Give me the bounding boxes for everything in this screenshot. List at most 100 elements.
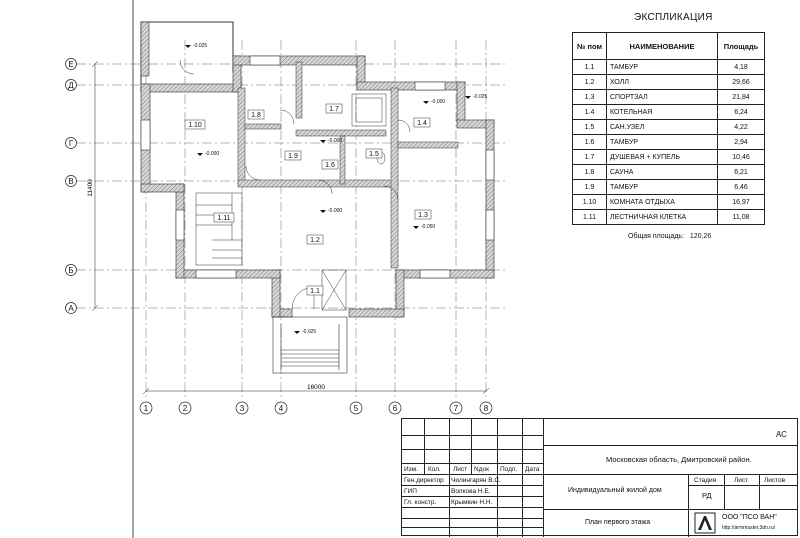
- col-name-header: НАИМЕНОВАНИЕ: [606, 32, 718, 60]
- svg-text:1: 1: [144, 404, 149, 413]
- sheet-label: Лист: [734, 477, 749, 484]
- svg-text:1.8: 1.8: [251, 112, 261, 119]
- svg-text:2: 2: [183, 404, 188, 413]
- svg-text:Г: Г: [69, 139, 74, 148]
- room-label: 1.7: [325, 103, 343, 114]
- room-label: 1.9: [284, 150, 302, 161]
- axis-marker: Е: [65, 58, 77, 70]
- svg-text:7: 7: [454, 404, 459, 413]
- level-mark: -0.025: [294, 329, 316, 335]
- total-area: Общая площадь: 120,26: [628, 233, 711, 240]
- level-marks: -0.025 -0.025 -0.000 -0.000 -0.000 -0.00…: [185, 43, 487, 335]
- upper-terrace: [140, 21, 234, 92]
- col-area-header: Площадь: [717, 32, 765, 60]
- room-label: 1.2: [306, 234, 324, 245]
- axis-marker: 3: [235, 401, 249, 415]
- svg-text:4: 4: [279, 404, 284, 413]
- svg-text:1.6: 1.6: [325, 162, 335, 169]
- interior-walls: [237, 61, 459, 269]
- dimension-lines: [91, 60, 490, 395]
- level-mark: -0.000: [197, 151, 219, 157]
- svg-text:-0.025: -0.025: [302, 329, 316, 335]
- svg-text:-0.025: -0.025: [193, 43, 207, 49]
- axis-marker: Д: [65, 79, 77, 91]
- room-number: 1.10: [572, 194, 607, 210]
- svg-text:1.9: 1.9: [288, 153, 298, 160]
- svg-text:1.11: 1.11: [217, 215, 230, 222]
- room-name: ТАМБУР: [606, 134, 718, 150]
- room-number: 1.8: [572, 164, 607, 180]
- room-number: 1.9: [572, 179, 607, 195]
- name-gip: Волкова Н.Е.: [451, 488, 491, 495]
- axis-marker: 7: [449, 401, 463, 415]
- room-label: 1.6: [321, 159, 339, 170]
- role-gip: ГИП: [404, 488, 417, 495]
- company-logo: [694, 512, 716, 534]
- col-izm: Изм.: [404, 466, 418, 473]
- room-name: ХОЛЛ: [606, 74, 718, 90]
- level-mark: -0.000: [423, 99, 445, 105]
- room-label: 1.1: [306, 285, 324, 296]
- svg-text:-0.000: -0.000: [431, 99, 445, 105]
- name-general-director: Чилингарян В.С.: [451, 477, 501, 484]
- explication-title: ЭКСПЛИКАЦИЯ: [634, 12, 713, 23]
- grid-lines-vertical: [145, 40, 487, 400]
- svg-text:Б: Б: [68, 266, 73, 275]
- room-area: 21,84: [717, 89, 765, 105]
- axis-marker: Б: [65, 264, 77, 276]
- svg-text:1.10: 1.10: [188, 122, 202, 129]
- room-label: 1.5: [365, 148, 383, 159]
- room-label: 1.4: [413, 117, 431, 128]
- stamp-object: Индивидуальный жилой дом: [568, 487, 662, 494]
- room-area: 6,21: [717, 164, 765, 180]
- room-number: 1.6: [572, 134, 607, 150]
- col-number-header: № пом: [572, 32, 607, 60]
- room-name: САН.УЗЕЛ: [606, 119, 718, 135]
- axis-marker: 1: [139, 401, 153, 415]
- name-chief-engineer: Крымкин Н.Н.: [451, 499, 493, 506]
- level-mark: -0.025: [185, 43, 207, 49]
- room-area: 29,66: [717, 74, 765, 90]
- room-label: 1.3: [414, 209, 432, 220]
- room-area: 6,46: [717, 179, 765, 195]
- room-name: САУНА: [606, 164, 718, 180]
- svg-text:1.2: 1.2: [310, 237, 320, 244]
- svg-text:6: 6: [393, 404, 398, 413]
- svg-text:1.3: 1.3: [418, 212, 428, 219]
- col-list: Лист: [453, 466, 468, 473]
- room-label: 1.11: [213, 212, 235, 223]
- svg-text:Е: Е: [68, 60, 73, 69]
- axis-marker: 6: [388, 401, 402, 415]
- explication-header: № пом НАИМЕНОВАНИЕ Площадь: [572, 32, 765, 60]
- entrance-doors: [321, 269, 347, 311]
- svg-text:-0.000: -0.000: [328, 208, 342, 214]
- room-number: 1.2: [572, 74, 607, 90]
- axis-marker: 2: [178, 401, 192, 415]
- axis-marker: Г: [65, 137, 77, 149]
- role-general-director: Ген.директор: [404, 477, 444, 484]
- axis-marker: 8: [479, 401, 493, 415]
- total-area-value: 120,26: [689, 233, 712, 240]
- level-mark: -0.025: [465, 94, 487, 100]
- role-chief-engineer: Гл. констр.: [404, 499, 437, 506]
- room-area: 11,08: [717, 209, 765, 225]
- room-name: ЛЕСТНИЧНАЯ КЛЕТКА: [606, 209, 718, 225]
- room-name: КОМНАТА ОТДЫХА: [606, 194, 718, 210]
- svg-text:1.1: 1.1: [310, 288, 320, 295]
- axis-marker: 4: [274, 401, 288, 415]
- room-number: 1.4: [572, 104, 607, 120]
- svg-text:8: 8: [484, 404, 489, 413]
- sheets-label: Листов: [764, 477, 786, 484]
- room-number: 1.7: [572, 149, 607, 165]
- room-name: СПОРТЗАЛ: [606, 89, 718, 105]
- svg-text:5: 5: [354, 404, 359, 413]
- level-mark: -0.050: [413, 224, 435, 230]
- dimension-vertical: 11400: [87, 179, 94, 197]
